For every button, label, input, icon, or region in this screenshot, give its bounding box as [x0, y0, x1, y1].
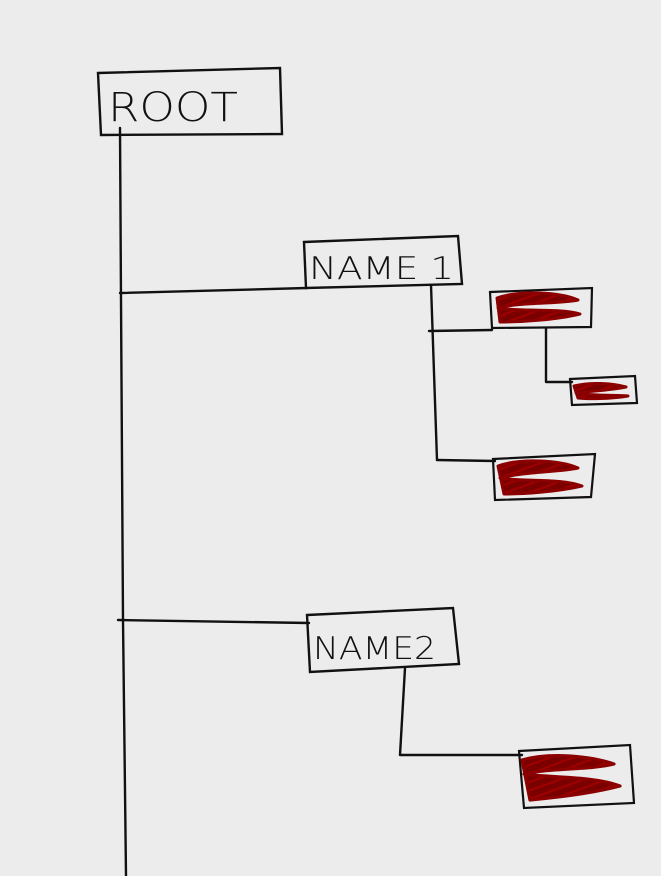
node-name1-child-b: [491, 452, 597, 502]
node-name2-child-a-redaction: [520, 754, 622, 802]
node-name1-child-b-redaction: [496, 459, 584, 496]
node-name1-child-a-redaction: [495, 291, 582, 324]
branch-to-name1-child-b: [435, 458, 497, 463]
node-root-label: ROOT: [108, 85, 238, 131]
node-name1: NAME 1: [302, 234, 464, 290]
node-name1-child-a: [488, 286, 594, 330]
branch-to-name1: [118, 286, 309, 295]
node-name1-label: NAME 1: [309, 251, 454, 287]
node-name1-child-b-box: [491, 452, 597, 502]
branch-to-name2: [116, 618, 311, 625]
node-name1-child-a-box: [488, 286, 594, 330]
node-name2: NAME2: [305, 606, 461, 674]
node-root-box: [96, 66, 284, 137]
tree-connectors: [116, 126, 574, 876]
root-trunk-line: [118, 126, 128, 876]
node-name1-child-a-sub-redaction: [572, 382, 630, 401]
node-name1-box: [302, 234, 464, 290]
node-name2-box: [305, 606, 461, 674]
node-name2-child-a: [517, 743, 636, 810]
node-name2-child-a-box: [517, 743, 636, 810]
branch-to-name1-child-a-sub: [544, 326, 574, 384]
node-name1-child-a-sub: [568, 374, 639, 407]
branch-to-name1-child-a: [427, 328, 494, 333]
node-root: ROOT: [96, 66, 284, 137]
branch-to-name2-child-a: [398, 666, 524, 757]
name1-trunk-line: [429, 283, 439, 462]
node-name1-child-a-sub-box: [568, 374, 639, 407]
node-name2-label: NAME2: [313, 631, 436, 667]
